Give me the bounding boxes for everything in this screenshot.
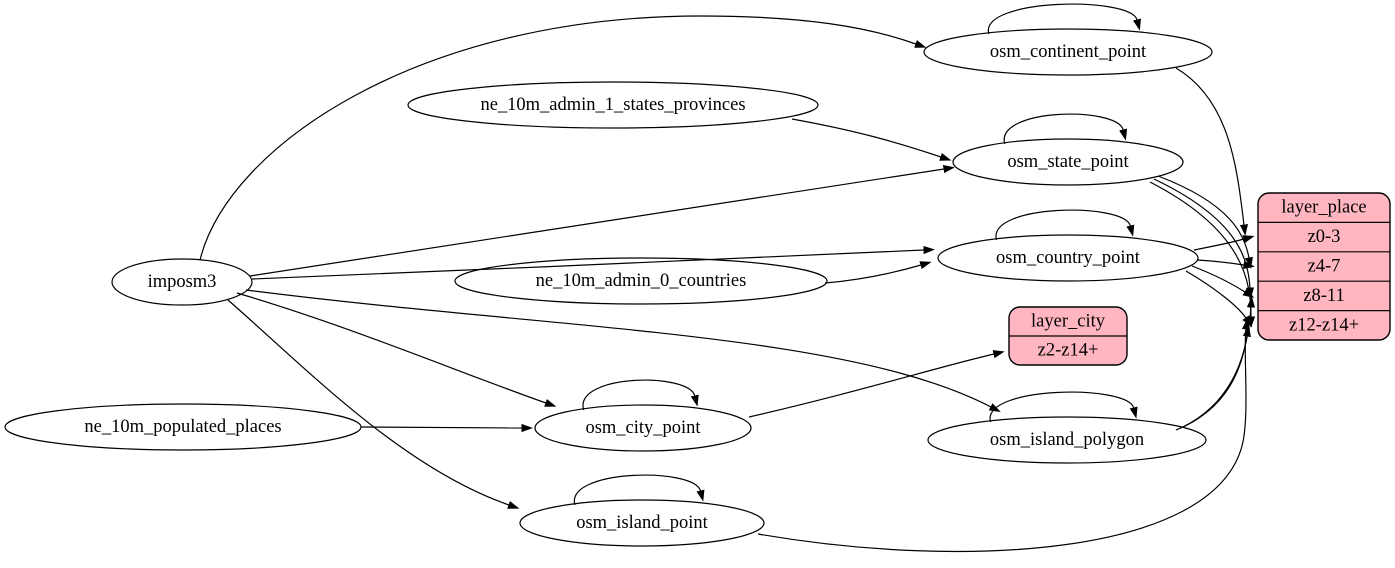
edge-osm_island_polygon-layer_place-z12-z14+ [1175, 325, 1251, 431]
node-ne_10m_admin_0_countries [454, 257, 828, 305]
edge-osm_state_point-osm_state_point-self-loop [1003, 113, 1128, 145]
edge-ne_10m_admin_1_states_provinces-osm_state_point [791, 118, 952, 161]
node-osm_island_polygon-label: osm_island_polygon [990, 430, 1144, 450]
nodes-layer [4, 28, 1391, 547]
edge-osm_island_polygon-osm_island_polygon-self-loop [989, 391, 1138, 423]
node-layer_city-row-z2-z14+: z2-z14+ [1038, 341, 1099, 361]
labels-layer: imposm3 ne_10m_admin_1_states_provincesne… [84, 42, 1366, 533]
edge-osm_island_polygon-layer_place-z8-11 [1182, 296, 1256, 428]
node-osm_continent_point [923, 28, 1213, 76]
node-ne_10m_admin_1_states_provinces [407, 81, 819, 129]
edge-osm_continent_point-layer_place-z0-3 [1175, 67, 1249, 236]
node-ne_10m_populated_places-label: ne_10m_populated_places [84, 417, 281, 437]
node-osm_island_polygon [927, 416, 1207, 464]
edges-layer [199, 3, 1256, 553]
edge-osm_city_point-osm_city_point-self-loop [582, 379, 699, 411]
edge-osm_country_point-layer_place-z4-7 [1196, 259, 1255, 269]
node-layer_city-title: layer_city [1031, 312, 1106, 332]
edge-imposm3-osm_city_point [236, 292, 557, 407]
node-osm_island_point-label: osm_island_point [576, 513, 708, 533]
node-layer_place-row-z0-3: z0-3 [1308, 227, 1341, 247]
edge-osm_country_point-layer_place-z0-3 [1193, 235, 1255, 251]
node-layer_place-row-z4-7: z4-7 [1308, 257, 1341, 277]
node-osm_city_point-label: osm_city_point [585, 418, 701, 438]
node-osm_city_point [534, 404, 752, 452]
edge-osm_state_point-layer_place-z12-z14+ [1149, 181, 1256, 328]
edge-imposm3-osm_state_point [249, 165, 955, 277]
edge-osm_continent_point-osm_continent_point-self-loop [988, 3, 1141, 35]
edge-osm_country_point-osm_country_point-self-loop [995, 209, 1135, 241]
node-osm_state_point [952, 138, 1184, 186]
edge-osm_country_point-layer_place-z8-11 [1191, 265, 1255, 298]
node-imposm3 [111, 258, 253, 306]
edge-imposm3-osm_continent_point [199, 15, 927, 261]
edge-ne_10m_admin_0_countries-osm_country_point [824, 261, 932, 284]
edge-ne_10m_populated_places-osm_city_point [360, 423, 533, 433]
node-layer_place-row-z12-z14+: z12-z14+ [1289, 315, 1359, 335]
node-osm_island_point [519, 499, 765, 547]
node-layer_place-title: layer_place [1281, 198, 1366, 218]
edge-imposm3-osm_island_point [227, 299, 520, 509]
node-ne_10m_populated_places [4, 403, 362, 451]
node-ne_10m_admin_0_countries-label: ne_10m_admin_0_countries [536, 271, 747, 291]
node-osm_country_point-label: osm_country_point [996, 248, 1141, 268]
edge-osm_city_point-layer_city-z2-z14+ [748, 350, 1005, 418]
edge-osm_country_point-layer_place-z12-z14+ [1185, 270, 1253, 328]
node-layer_place-row-z8-11: z8-11 [1303, 286, 1344, 306]
node-osm_continent_point-label: osm_continent_point [990, 42, 1147, 62]
node-osm_country_point [937, 234, 1199, 282]
edge-osm_state_point-layer_place-z4-7 [1157, 175, 1253, 269]
edge-osm_island_point-layer_place-z12-z14+ [757, 318, 1251, 553]
node-imposm3-label: imposm3 [148, 272, 217, 292]
node-ne_10m_admin_1_states_provinces-label: ne_10m_admin_1_states_provinces [480, 95, 745, 115]
node-layer_place [1257, 192, 1391, 341]
edge-osm_state_point-layer_place-z8-11 [1153, 178, 1255, 299]
edge-imposm3-osm_island_polygon [245, 289, 1001, 413]
edge-imposm3-osm_country_point [251, 245, 935, 280]
node-osm_state_point-label: osm_state_point [1007, 152, 1129, 172]
edge-osm_island_point-osm_island_point-self-loop [574, 474, 705, 506]
